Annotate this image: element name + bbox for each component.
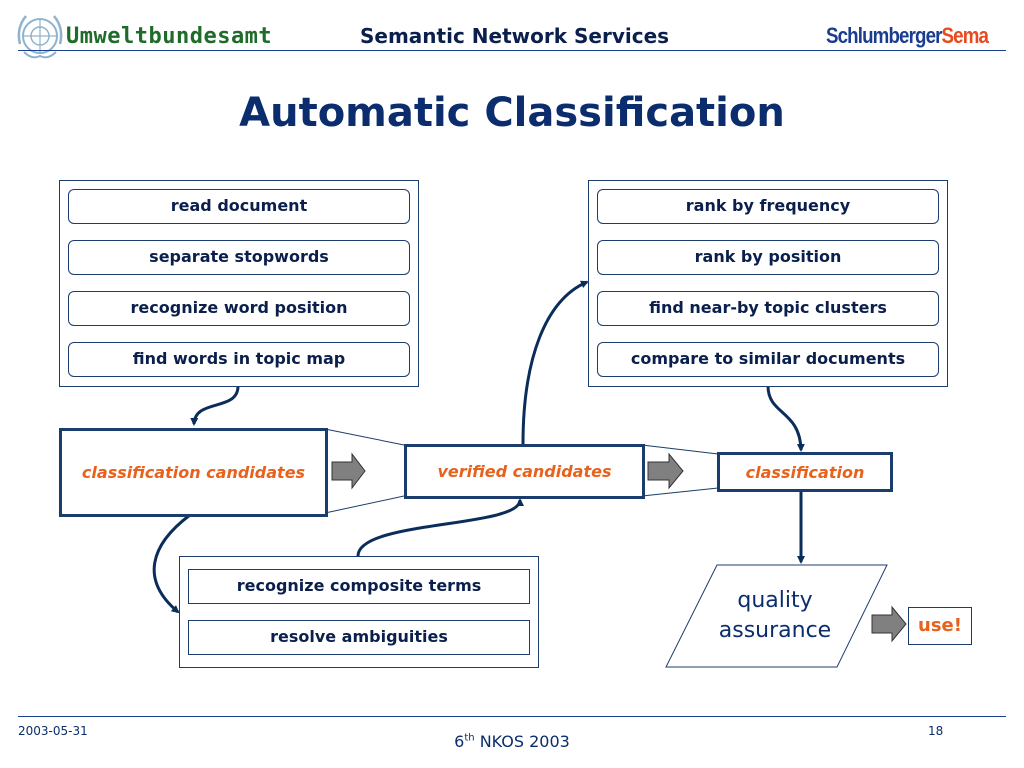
- stage-verified-candidates: verified candidates: [404, 444, 645, 499]
- stage-label: classification: [745, 462, 865, 482]
- funnel-line: [641, 444, 719, 455]
- use-box: use!: [908, 607, 972, 645]
- step-resolve-ambiguities: resolve ambiguities: [188, 620, 530, 655]
- conference-sup: th: [464, 732, 475, 744]
- arrow-candidates-to-bottom-panel: [152, 513, 191, 614]
- step-compare-similar-documents: compare to similar documents: [597, 342, 939, 377]
- funnel-line: [324, 428, 405, 446]
- gray-arrow-icon: [647, 452, 684, 490]
- quality-assurance-shape: [665, 564, 888, 668]
- stage-classification: classification: [717, 452, 893, 492]
- arrow-verified-to-right-panel: [521, 280, 589, 445]
- service-name: Semantic Network Services: [360, 24, 670, 48]
- qa-line1: quality: [737, 588, 813, 613]
- step-separate-stopwords: separate stopwords: [68, 240, 410, 275]
- conference-label: 6th NKOS 2003: [0, 732, 1024, 751]
- footer-date: 2003-05-31: [18, 724, 88, 738]
- page-number: 18: [928, 724, 944, 738]
- footer-divider: [18, 716, 1006, 717]
- conference-num: 6: [454, 732, 465, 751]
- qa-line2: assurance: [718, 618, 832, 643]
- stage-label: classification candidates: [81, 463, 306, 482]
- page-title: Automatic Classification: [239, 90, 785, 136]
- arrow-bottom-panel-to-verified: [356, 498, 524, 557]
- gray-arrow-icon: [871, 605, 907, 643]
- funnel-line: [641, 487, 719, 497]
- step-recognize-word-position: recognize word position: [68, 291, 410, 326]
- un-emblem-icon: [10, 6, 70, 66]
- arrow-right-panel-to-classification: [766, 385, 805, 452]
- step-read-document: read document: [68, 189, 410, 224]
- arrow-left-panel-to-candidates: [190, 385, 240, 426]
- conference-name: NKOS 2003: [474, 732, 570, 751]
- step-find-topic-clusters: find near-by topic clusters: [597, 291, 939, 326]
- funnel-line: [324, 495, 405, 514]
- partner-logo: SchlumbergerSema: [826, 23, 989, 49]
- step-find-words-in-topic-map: find words in topic map: [68, 342, 410, 377]
- partner-logo-part1: Schlumberger: [826, 23, 942, 48]
- stage-label: verified candidates: [437, 462, 612, 481]
- partner-logo-part2: Sema: [941, 23, 989, 48]
- step-recognize-composite-terms: recognize composite terms: [188, 569, 530, 604]
- brand-name: Umweltbundesamt: [66, 24, 273, 49]
- quality-assurance-label: quality assurance: [700, 586, 850, 646]
- gray-arrow-icon: [331, 452, 366, 490]
- step-rank-by-frequency: rank by frequency: [597, 189, 939, 224]
- step-rank-by-position: rank by position: [597, 240, 939, 275]
- header-divider: [18, 50, 1006, 51]
- stage-classification-candidates: classification candidates: [59, 428, 328, 517]
